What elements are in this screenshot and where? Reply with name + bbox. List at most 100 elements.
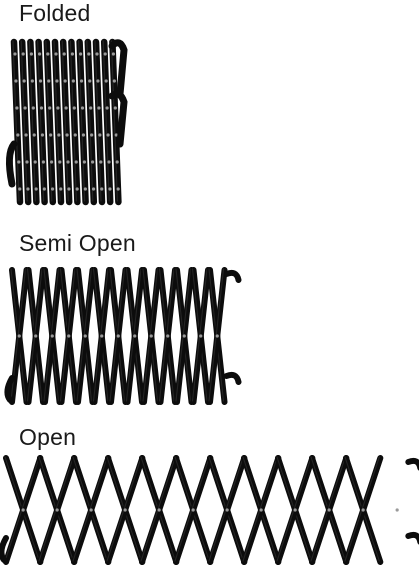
semi-open-end-hook	[223, 371, 242, 385]
folded-slat	[76, 38, 89, 206]
rivet	[66, 160, 70, 164]
rivet	[39, 106, 44, 110]
rivet	[96, 79, 100, 83]
rivet	[149, 334, 153, 338]
rivet	[157, 508, 161, 512]
folded-slat	[84, 38, 98, 206]
rivet	[361, 508, 365, 512]
folded-slat	[59, 38, 73, 206]
rivet	[50, 187, 55, 191]
rivet	[123, 508, 127, 512]
rivet	[70, 52, 74, 56]
rivet	[56, 106, 60, 110]
rivet	[21, 52, 25, 56]
rivet	[34, 187, 38, 191]
rivet	[55, 79, 59, 83]
rivet	[17, 334, 21, 338]
rivet	[115, 160, 119, 164]
folded-slat	[51, 38, 65, 206]
rivet	[83, 334, 87, 338]
semi-open-end-hook	[4, 375, 15, 403]
folded-gate-image	[5, 38, 128, 206]
rivet	[98, 133, 102, 137]
rivet	[30, 79, 34, 83]
rivet	[41, 160, 46, 164]
rivet	[103, 52, 107, 56]
rivet	[22, 79, 26, 83]
rivet	[42, 187, 46, 191]
rivet	[21, 508, 25, 512]
rivet	[81, 133, 86, 137]
rivet	[88, 79, 92, 83]
rivet	[116, 334, 120, 338]
rivet	[65, 133, 69, 137]
folded-slat	[109, 38, 122, 206]
rivet	[59, 187, 63, 191]
rivet	[67, 187, 71, 191]
rivet	[31, 106, 35, 110]
rivet	[75, 187, 79, 191]
rivet	[71, 79, 75, 83]
rivet	[113, 106, 117, 110]
folded-slat	[92, 38, 106, 206]
semi-open-end-hook	[223, 269, 242, 283]
rivet	[112, 79, 116, 83]
rivet	[79, 52, 83, 56]
open-end-hook	[405, 457, 419, 471]
rivet	[50, 160, 54, 164]
rivet	[327, 508, 331, 512]
rivet	[15, 106, 19, 110]
rivet	[74, 160, 78, 164]
rivet	[23, 106, 27, 110]
rivet	[91, 187, 96, 191]
rivet	[108, 187, 112, 191]
rivet	[18, 187, 22, 191]
rivet	[97, 106, 101, 110]
rivet	[95, 52, 99, 56]
folded-slat	[18, 38, 32, 206]
rivet	[225, 508, 229, 512]
folded-slat	[43, 38, 57, 206]
open-end-hook	[0, 535, 9, 563]
rivet	[38, 79, 43, 83]
rivet	[89, 106, 93, 110]
semi-open-label: Semi Open	[19, 230, 136, 256]
rivet	[111, 52, 115, 56]
rivet	[191, 508, 195, 512]
rivet	[62, 52, 66, 56]
rivet	[13, 52, 17, 56]
rivet	[100, 187, 104, 191]
rivet	[67, 334, 71, 338]
rivet	[105, 106, 109, 110]
rivet	[100, 334, 104, 338]
rivet	[215, 334, 219, 338]
open-gate-image	[0, 455, 419, 565]
folded-slat	[100, 38, 114, 206]
folded-label: Folded	[19, 0, 91, 26]
open-label: Open	[19, 424, 77, 450]
rivet	[26, 187, 30, 191]
rivet	[57, 133, 61, 137]
rivet	[114, 133, 118, 137]
folded-slat	[35, 38, 48, 206]
rivet	[259, 508, 263, 512]
rivet	[17, 160, 21, 164]
rivet	[54, 52, 58, 56]
rivet	[33, 160, 37, 164]
rivet	[58, 160, 62, 164]
rivet	[116, 187, 120, 191]
rivet	[80, 106, 85, 110]
rivet	[40, 133, 45, 137]
rivet	[46, 52, 50, 56]
rivet	[106, 133, 110, 137]
rivet	[89, 508, 93, 512]
rivet	[83, 187, 87, 191]
rivet	[25, 160, 29, 164]
rivet	[293, 508, 297, 512]
rivet	[87, 52, 91, 56]
rivet	[63, 79, 67, 83]
rivet	[64, 106, 68, 110]
rivet	[50, 334, 54, 338]
rivet	[79, 79, 84, 83]
folded-end-hook	[108, 90, 128, 148]
